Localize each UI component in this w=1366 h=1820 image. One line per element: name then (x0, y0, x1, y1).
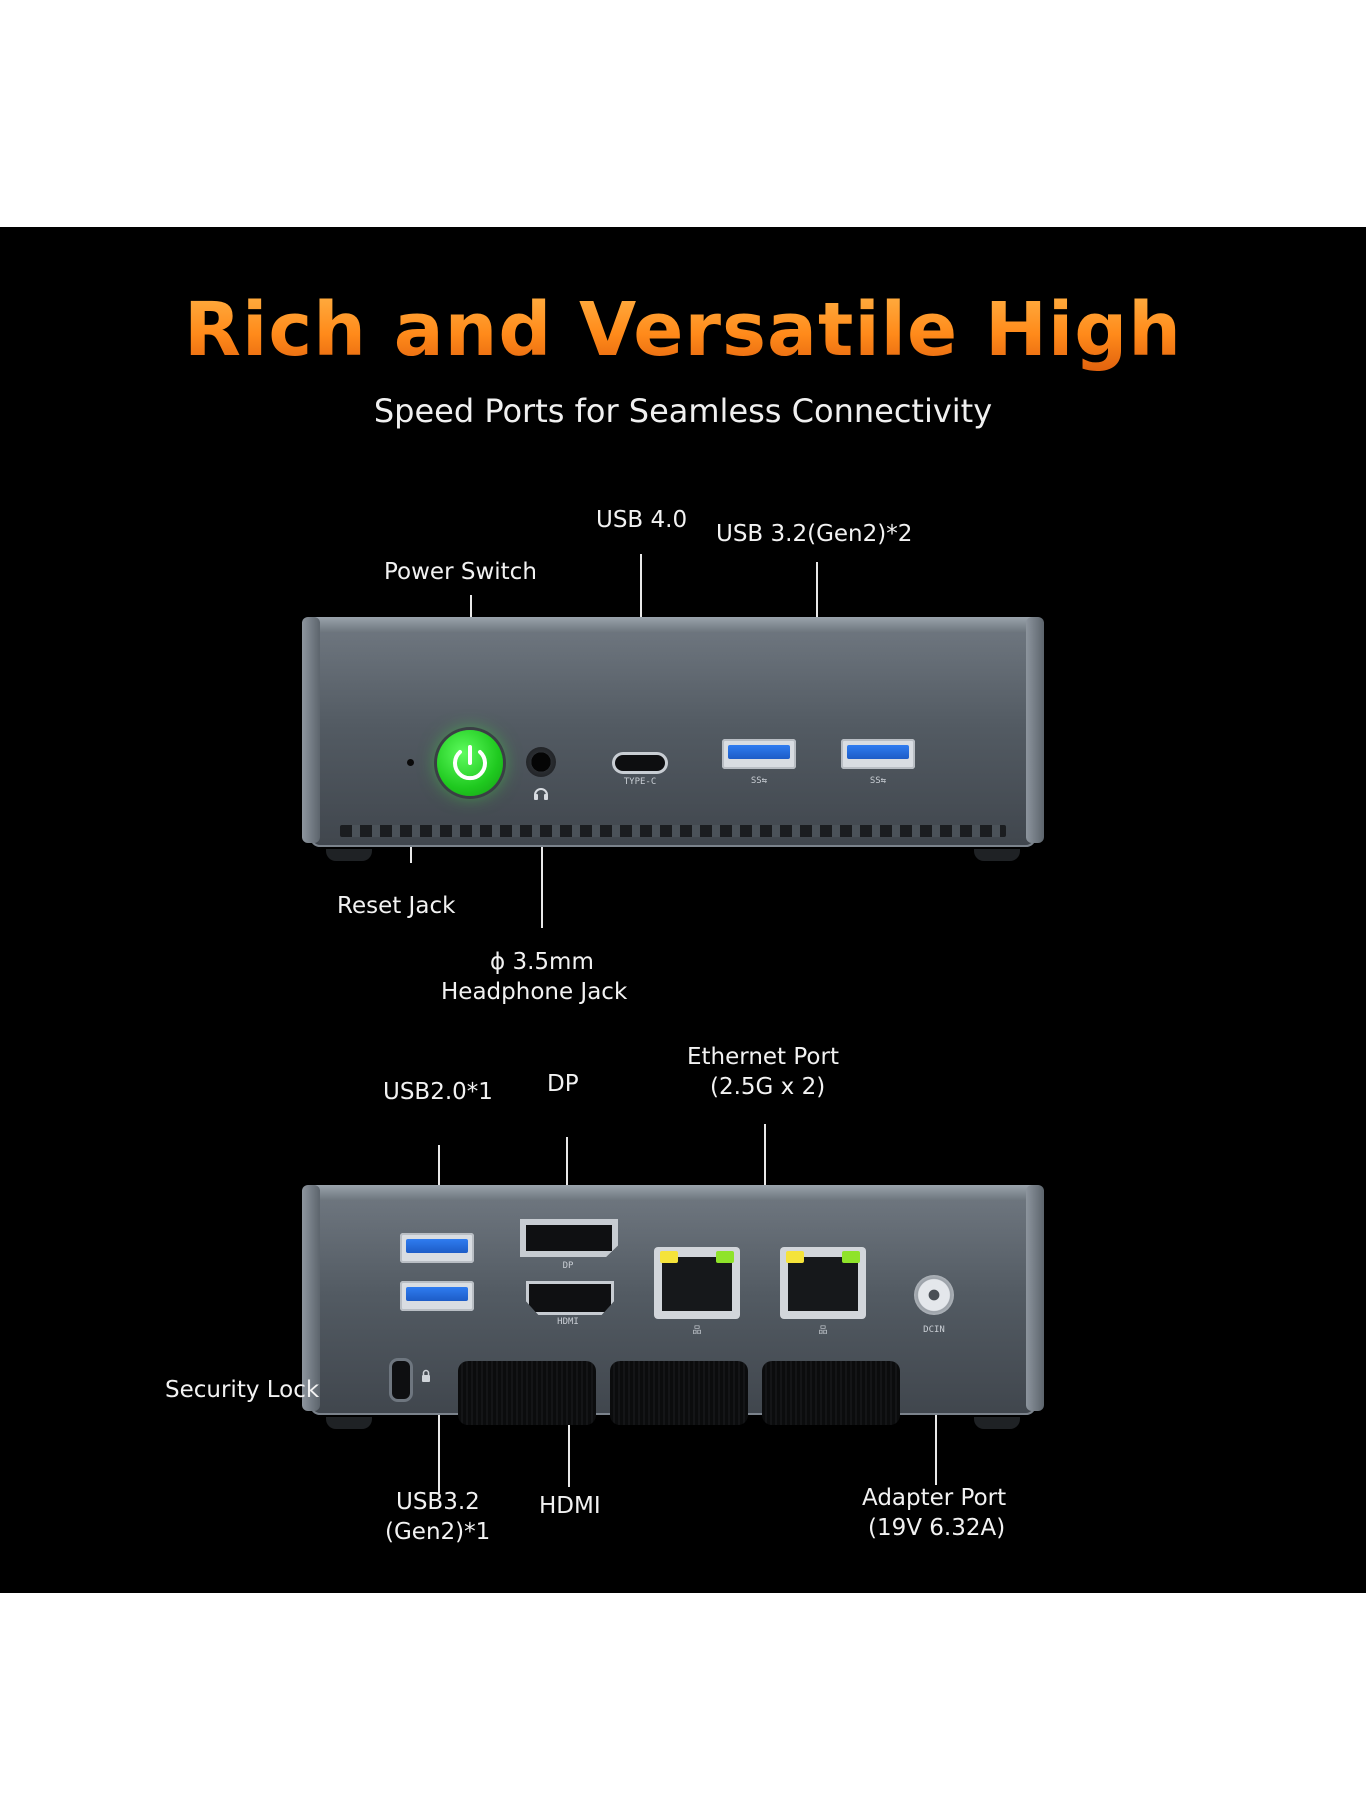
device-rim (304, 1185, 1042, 1201)
leader-line (541, 800, 543, 928)
device-cap (302, 617, 320, 843)
security-lock-slot (392, 1361, 410, 1399)
headphone-icon (534, 788, 548, 800)
displayport-port (520, 1219, 618, 1257)
device-foot (326, 1417, 372, 1429)
usb-c-port (615, 755, 665, 771)
vent-grille (762, 1361, 900, 1425)
subheadline: Speed Ports for Seamless Connectivity (373, 392, 993, 430)
label-adapter-line1: Adapter Port (862, 1485, 1007, 1511)
label-ethernet-line2: (2.5G x 2) (710, 1074, 826, 1100)
ethernet-led (842, 1251, 860, 1263)
vent-grille (610, 1361, 748, 1425)
usb32-port (400, 1281, 474, 1311)
typec-mark: TYPE-C (623, 777, 657, 787)
power-icon (453, 745, 487, 781)
label-adapter-line2: (19V 6.32A) (868, 1515, 1006, 1541)
usb-a-port (722, 739, 796, 769)
label-dp: DP (547, 1071, 579, 1097)
device-cap (1026, 1185, 1044, 1411)
label-usb32-x2: USB 3.2(Gen2)*2 (716, 521, 913, 547)
lan-mark: 品 (818, 1326, 828, 1336)
lock-icon (422, 1369, 430, 1382)
label-ethernet-line1: Ethernet Port (687, 1044, 839, 1070)
usb-mark: SS⇆ (750, 776, 768, 786)
label-hdmi: HDMI (539, 1493, 601, 1519)
device-rim (304, 617, 1042, 633)
dp-mark: DP (562, 1261, 574, 1271)
device-foot (326, 849, 372, 861)
label-security-lock: Security Lock (165, 1377, 320, 1403)
dc-power-port (914, 1275, 954, 1315)
label-headphone-line2: Headphone Jack (441, 979, 628, 1005)
leader-line (816, 562, 818, 654)
label-headphone-line1: ϕ 3.5mm (490, 949, 594, 975)
ethernet-led (716, 1251, 734, 1263)
reset-jack (407, 759, 414, 766)
usb-mark: SS⇆ (869, 776, 887, 786)
usb-a-port (841, 739, 915, 769)
label-power-switch: Power Switch (384, 559, 537, 585)
ethernet-socket (662, 1257, 732, 1311)
power-switch-button (437, 730, 503, 796)
ethernet-led (660, 1251, 678, 1263)
device-cap (302, 1185, 320, 1411)
label-usb4: USB 4.0 (596, 507, 688, 533)
ethernet-led (786, 1251, 804, 1263)
dc-mark: DCIN (923, 1325, 945, 1335)
rear-panel-device: DP HDMI 品 品 DCIN (302, 1185, 1044, 1429)
device-cap (1026, 617, 1044, 843)
label-usb20: USB2.0*1 (383, 1079, 493, 1105)
device-vent (340, 825, 1006, 837)
usb20-port (400, 1233, 474, 1263)
label-reset-jack: Reset Jack (337, 893, 456, 919)
vent-grille (458, 1361, 596, 1425)
device-foot (974, 1417, 1020, 1429)
product-panel: Rich and Versatile High Speed Ports for … (0, 227, 1366, 1593)
hdmi-port (526, 1281, 614, 1315)
headline: Rich and Versatile High (0, 287, 1366, 373)
device-foot (974, 849, 1020, 861)
headphone-jack (526, 747, 556, 777)
ethernet-socket (788, 1257, 858, 1311)
leader-line (438, 1347, 440, 1493)
hdmi-mark: HDMI (557, 1317, 579, 1327)
front-panel-device: TYPE-C SS⇆ SS⇆ (302, 617, 1044, 861)
leader-line (764, 1124, 766, 1226)
lan-mark: 品 (692, 1326, 702, 1336)
ethernet-port-2 (780, 1247, 866, 1319)
label-usb32-line2: (Gen2)*1 (385, 1519, 491, 1545)
label-usb32-line1: USB3.2 (396, 1489, 480, 1515)
ethernet-port-1 (654, 1247, 740, 1319)
